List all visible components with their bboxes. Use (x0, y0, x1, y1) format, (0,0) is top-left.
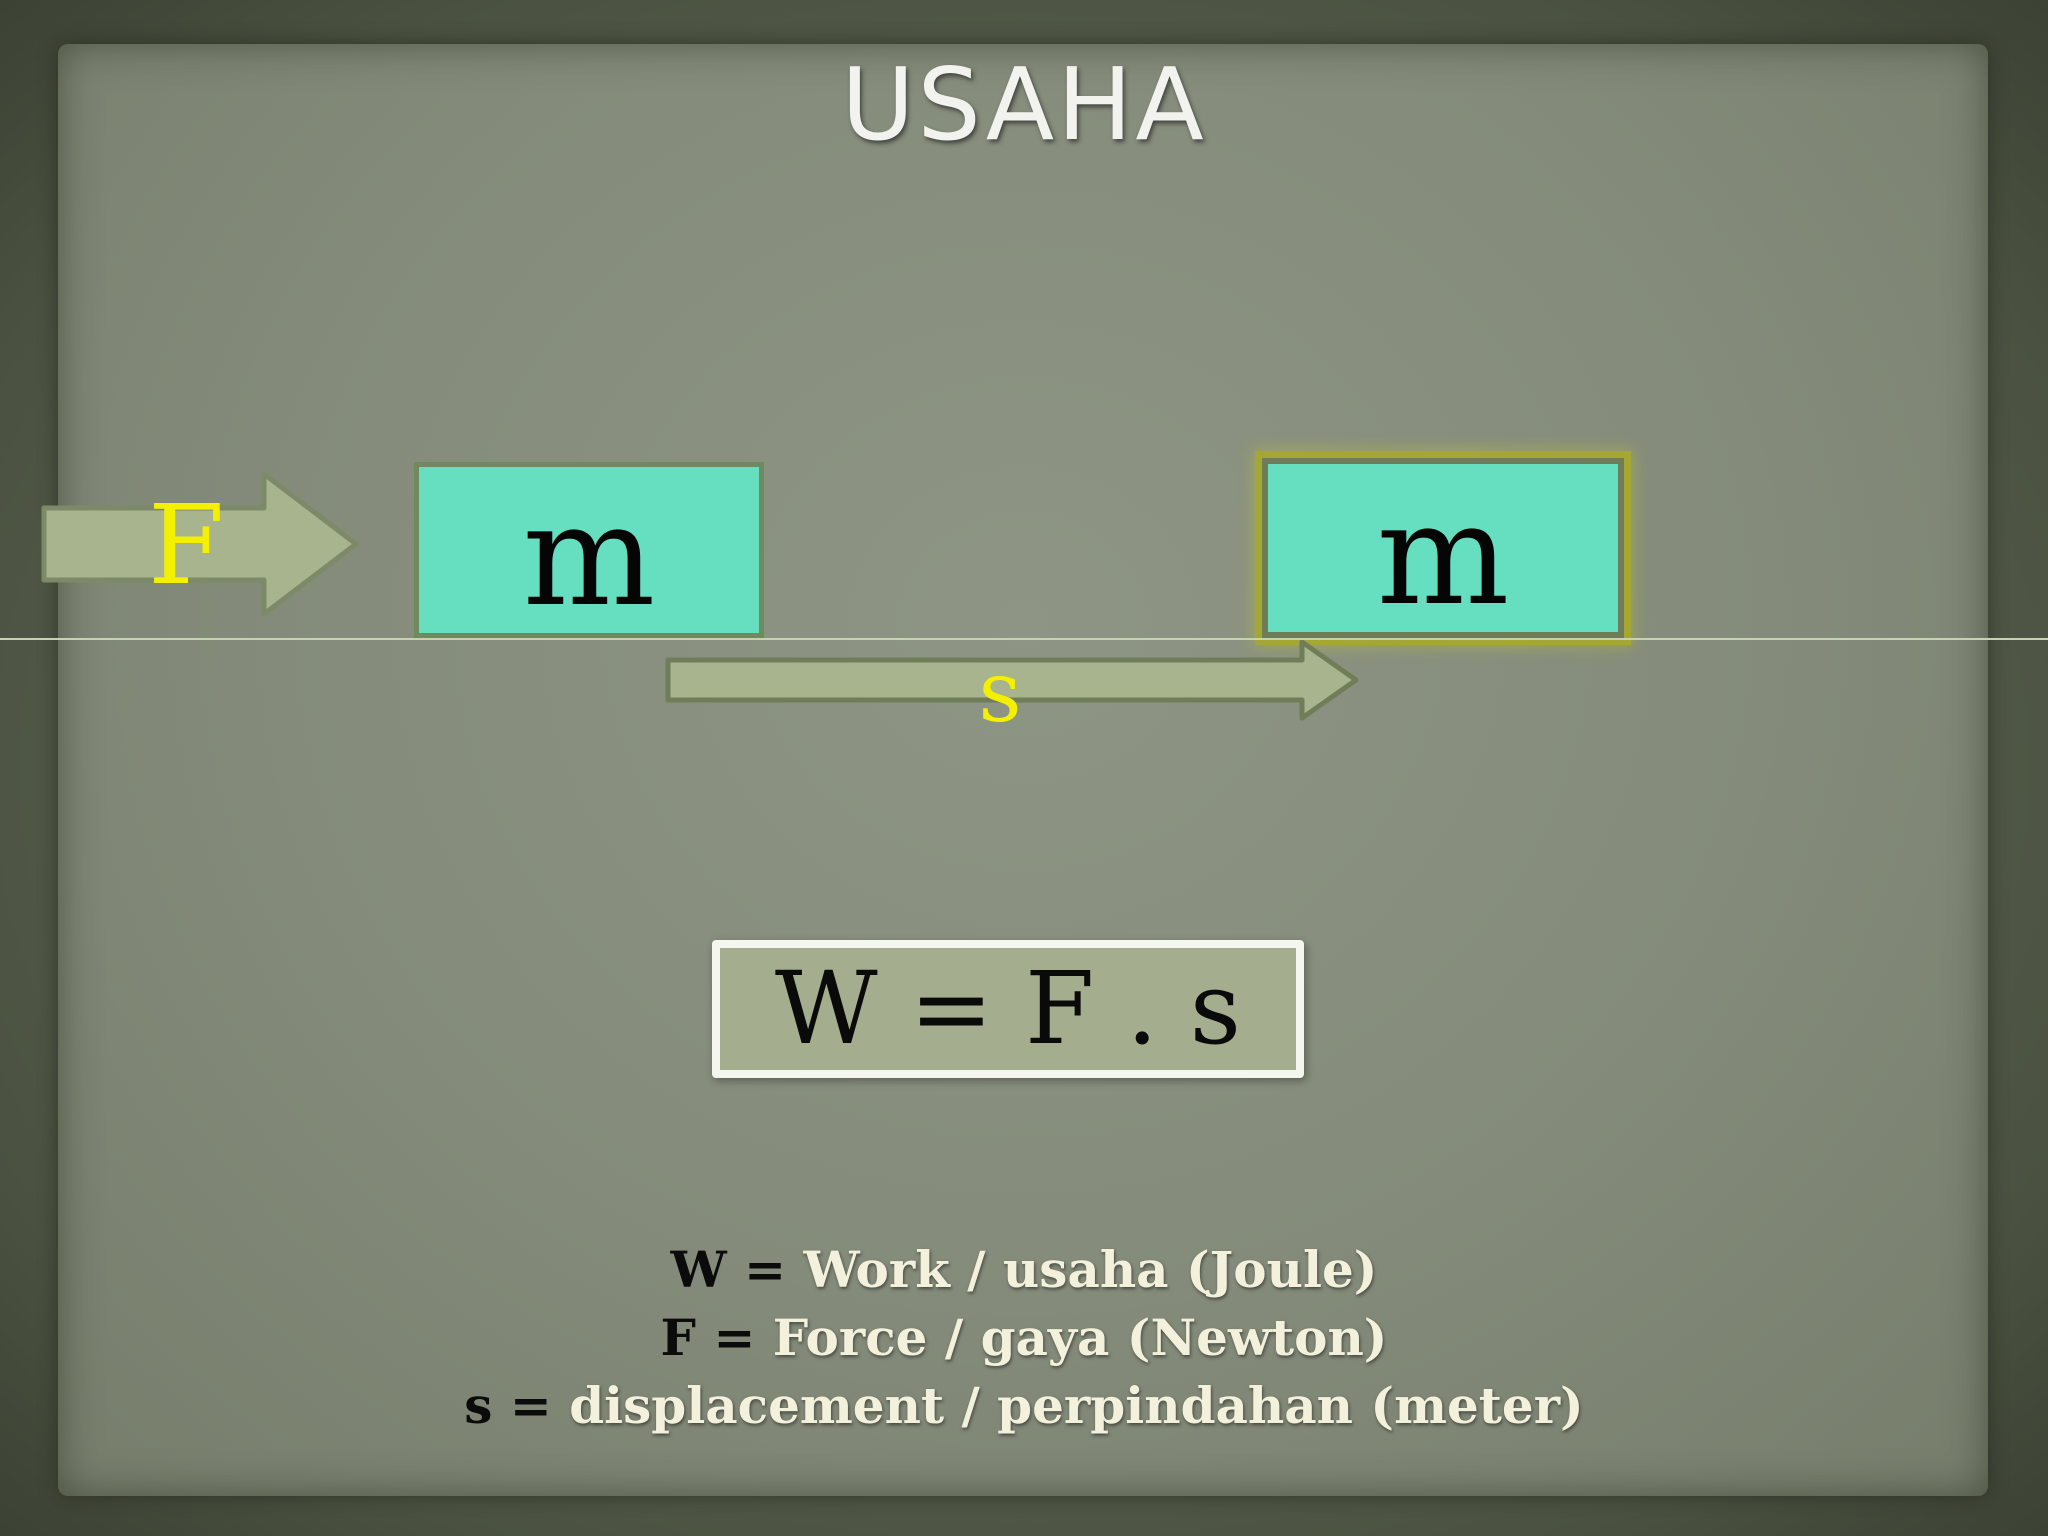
legend-symbol: s (464, 1376, 493, 1435)
legend-item-work: W = Work / usaha (Joule) (0, 1236, 2048, 1304)
variable-legend: W = Work / usaha (Joule) F = Force / gay… (0, 1236, 2048, 1440)
force-arrow (41, 471, 359, 617)
displacement-arrow (665, 640, 1359, 721)
ground-line (0, 638, 2048, 640)
legend-symbol: W (670, 1240, 727, 1299)
mass-block-final: m (1262, 458, 1624, 638)
legend-equals: = (744, 1240, 787, 1299)
legend-item-force: F = Force / gaya (Newton) (0, 1304, 2048, 1372)
legend-description: Work / usaha (Joule) (803, 1240, 1378, 1299)
mass-block-initial: m (414, 462, 764, 638)
legend-equals: = (713, 1308, 756, 1367)
legend-item-displacement: s = displacement / perpindahan (meter) (0, 1372, 2048, 1440)
slide-title: USAHA (841, 46, 1207, 163)
displacement-label: s (978, 643, 1022, 741)
legend-symbol: F (660, 1308, 697, 1367)
force-label: F (148, 481, 225, 609)
legend-description: Force / gaya (Newton) (772, 1308, 1388, 1367)
paper-panel (58, 44, 1988, 1496)
formula-box: W = F . s (712, 940, 1304, 1078)
legend-equals: = (509, 1376, 552, 1435)
legend-description: displacement / perpindahan (meter) (569, 1376, 1584, 1435)
